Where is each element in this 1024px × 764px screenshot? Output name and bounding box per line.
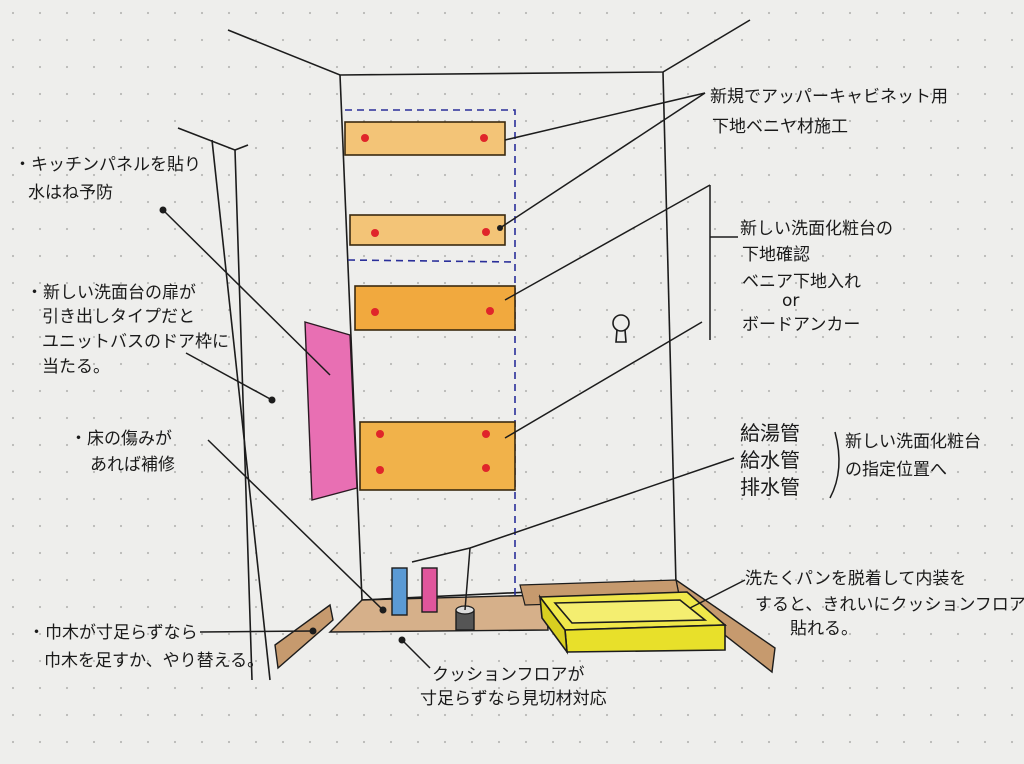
- svg-text:巾木を足すか、やり替える。: 巾木を足すか、やり替える。: [44, 651, 264, 671]
- svg-text:・巾木が寸足らずなら: ・巾木が寸足らずなら: [28, 623, 198, 643]
- svg-text:貼れる。: 貼れる。: [790, 619, 858, 639]
- svg-text:水はね予防: 水はね予防: [28, 183, 113, 203]
- note-upper-cabinet: 新規でアッパーキャビネット用 下地ベニヤ材施工: [710, 87, 948, 137]
- svg-text:ベニア下地入れ: ベニア下地入れ: [742, 272, 861, 292]
- svg-text:給湯管: 給湯管: [740, 421, 800, 445]
- note-kitchen-panel: ・キッチンパネルを貼り 水はね予防: [14, 155, 201, 203]
- svg-text:・床の傷みが: ・床の傷みが: [70, 429, 172, 449]
- hot-water-pipe: [421, 567, 438, 613]
- screw-marks: [361, 134, 494, 474]
- svg-text:当たる。: 当たる。: [42, 357, 110, 377]
- note-floor-repair: ・床の傷みが あれば補修: [70, 429, 175, 475]
- cushion-floor: [328, 594, 549, 633]
- leader-lines: [162, 92, 840, 669]
- left-baseboard: [274, 603, 334, 670]
- svg-text:新しい洗面化粧台: 新しい洗面化粧台: [845, 432, 981, 452]
- svg-text:排水管: 排水管: [740, 475, 800, 499]
- svg-text:クッションフロアが: クッションフロアが: [432, 665, 585, 685]
- svg-text:下地確認: 下地確認: [742, 245, 810, 265]
- svg-text:ユニットバスのドア枠に: ユニットバスのドア枠に: [42, 332, 229, 352]
- svg-text:下地ベニヤ材施工: 下地ベニヤ材施工: [712, 117, 848, 137]
- kitchen-panel: [304, 321, 358, 501]
- keyhole-icon: [612, 314, 630, 343]
- note-vanity-base: 新しい洗面化粧台の 下地確認 ベニア下地入れ or ボードアンカー: [740, 219, 893, 335]
- svg-text:あれば補修: あれば補修: [90, 455, 175, 475]
- svg-text:の指定位置へ: の指定位置へ: [845, 460, 947, 480]
- svg-text:引き出しタイプだと: 引き出しタイプだと: [42, 307, 195, 327]
- svg-text:・キッチンパネルを貼り: ・キッチンパネルを貼り: [14, 155, 201, 175]
- plywood-board: [344, 121, 506, 156]
- svg-text:ボードアンカー: ボードアンカー: [742, 315, 860, 335]
- svg-text:寸足らずなら見切材対応: 寸足らずなら見切材対応: [420, 689, 607, 709]
- svg-text:or: or: [782, 291, 799, 311]
- washing-pan: [538, 591, 728, 655]
- svg-text:すると、きれいにクッションフロアが: すると、きれいにクッションフロアが: [755, 595, 1024, 615]
- plywood-boards: [344, 121, 516, 491]
- svg-text:給水管: 給水管: [740, 448, 800, 472]
- note-baseboard: ・巾木が寸足らずなら 巾木を足すか、やり替える。: [28, 623, 264, 671]
- svg-text:洗たくパンを脱着して内装を: 洗たくパンを脱着して内装を: [745, 569, 966, 589]
- note-cushion-floor: クッションフロアが 寸足らずなら見切材対応: [420, 665, 607, 709]
- svg-text:新規でアッパーキャビネット用: 新規でアッパーキャビネット用: [710, 87, 948, 107]
- cold-water-pipe: [391, 567, 408, 616]
- note-washing-pan: 洗たくパンを脱着して内装を すると、きれいにクッションフロアが 貼れる。: [745, 569, 1024, 639]
- note-door-conflict: ・新しい洗面台の扉が 引き出しタイプだと ユニットバスのドア枠に 当たる。: [26, 283, 229, 377]
- svg-text:・新しい洗面台の扉が: ・新しい洗面台の扉が: [26, 283, 196, 303]
- leader-dots: [159, 206, 503, 644]
- note-pipes: 給湯管 給水管 排水管 新しい洗面化粧台 の指定位置へ: [740, 421, 981, 499]
- svg-text:新しい洗面化粧台の: 新しい洗面化粧台の: [740, 219, 893, 239]
- room-outline: [177, 19, 751, 681]
